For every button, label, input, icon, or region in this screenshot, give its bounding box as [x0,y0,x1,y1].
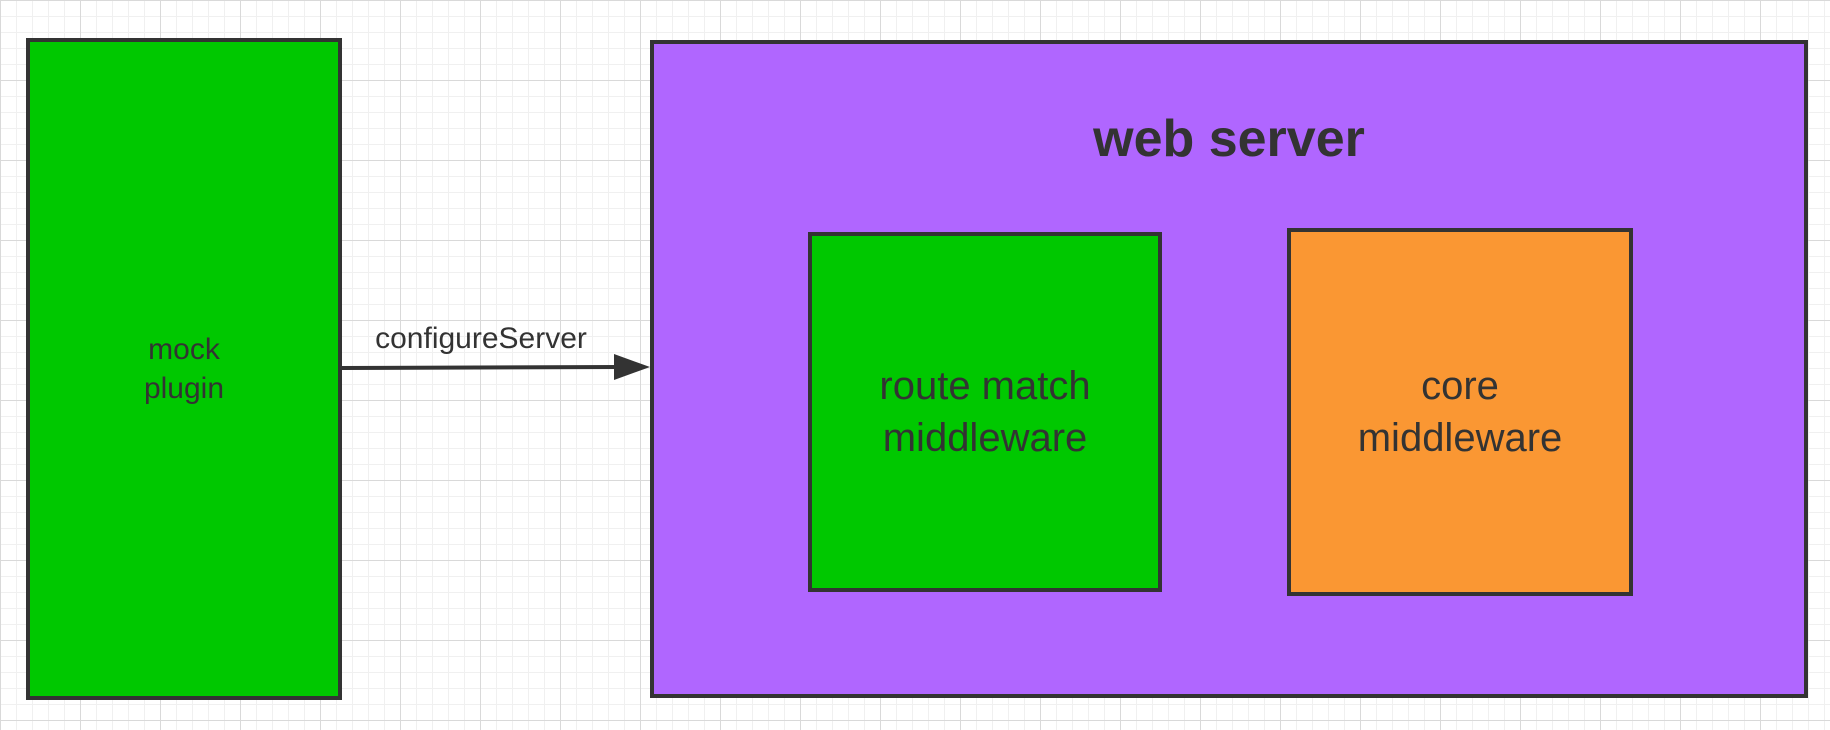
web-server-title: web server [1093,110,1365,168]
route-match-middleware-label: route match middleware [879,364,1091,460]
route-match-middleware-node[interactable]: route match middleware [808,232,1162,592]
configure-server-arrowhead-icon [614,354,650,380]
configure-server-edge-label: configureServer [375,322,587,355]
mock-plugin-label: mock plugin [143,333,225,405]
core-middleware-node[interactable]: core middleware [1287,228,1633,596]
mock-plugin-node[interactable]: mock plugin [26,38,342,700]
core-middleware-label: core middleware [1357,364,1563,460]
configure-server-arrow-line [341,365,621,370]
